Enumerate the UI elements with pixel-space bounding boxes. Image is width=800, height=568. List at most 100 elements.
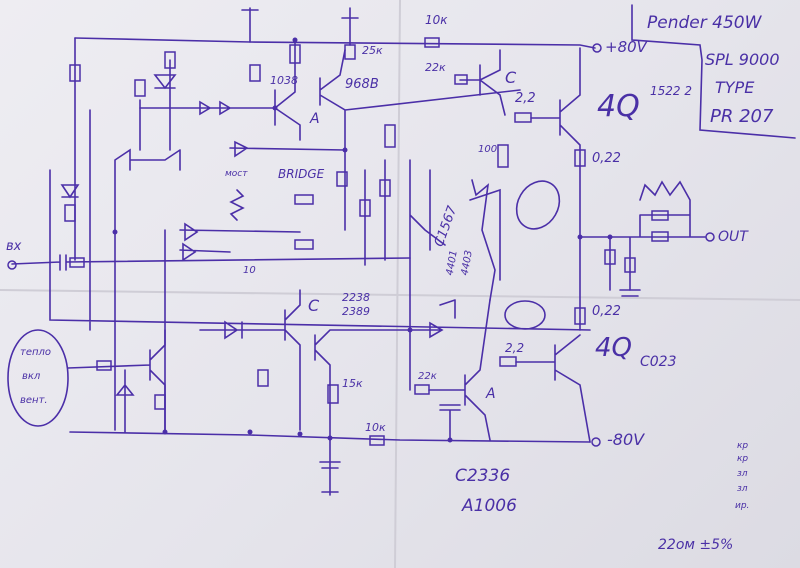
top-capacitor: [241, 7, 359, 46]
label-15k: 15к: [342, 377, 363, 390]
diode: [179, 222, 301, 262]
label-q2: 968B: [345, 77, 379, 92]
label-r100: 100: [478, 144, 498, 155]
color-code: зл: [737, 484, 748, 494]
label-r-25k: 25к: [362, 44, 383, 57]
label-0-22-bottom: 0,22: [592, 304, 621, 319]
resistor-22k-top: [454, 74, 468, 85]
label-most: мост: [225, 169, 248, 179]
thermal-note-line: тепло: [20, 347, 52, 358]
resistor-adjust: [384, 124, 396, 148]
diode: [60, 184, 80, 199]
resistor-10k-top: [424, 37, 440, 48]
label-q-low-1: 2238: [342, 291, 370, 304]
thermal-coupling-mark: [504, 300, 546, 330]
resistor-25k: [344, 44, 356, 60]
paper-fold: [0, 289, 800, 301]
lower-vas-transistors: [284, 289, 411, 441]
output-network: [579, 180, 706, 291]
bottom-capacitor: [319, 439, 341, 496]
resistor: [96, 360, 112, 371]
thermal-note-line: вкл: [22, 371, 41, 382]
resistor: [359, 199, 371, 217]
label-r10: 10: [243, 265, 256, 276]
resistor: [604, 249, 616, 265]
resistor-0-22-bottom: [574, 307, 586, 325]
label-c-low: C: [308, 296, 320, 315]
resistor: [164, 51, 176, 69]
label-0-22-top: 0,22: [592, 151, 621, 166]
diode: [409, 299, 456, 339]
label-out-top-part: 1522 2: [650, 84, 692, 98]
title-type-value: PR 207: [710, 106, 774, 127]
negative-rail: [69, 431, 591, 443]
negative-terminal: [591, 437, 601, 447]
positive-terminal: [592, 43, 602, 53]
driver-transistor-upper: [459, 49, 506, 116]
resistor-2-2-top: [514, 112, 532, 123]
label-q-low-2: 2389: [342, 305, 370, 318]
label-4q-bottom: 4Q: [595, 333, 633, 363]
driver-transistor-lower: [428, 299, 491, 441]
color-code: зл: [737, 469, 748, 479]
resistor: [294, 194, 314, 205]
positive-rail: [74, 37, 596, 49]
resistor: [379, 179, 391, 197]
diode-string: [139, 100, 276, 116]
input-label: вх: [6, 239, 22, 254]
output-label: OUT: [718, 229, 748, 245]
junction-dots: [112, 37, 613, 443]
resistor-2-2-bottom: [499, 356, 517, 367]
thermal-coupling-mark: [515, 180, 561, 230]
resistor-100: [497, 144, 509, 168]
resistor-22k-bottom: [414, 384, 430, 395]
label-22k-bottom: 22к: [418, 371, 437, 382]
title-model: Pender 450W: [647, 13, 762, 33]
color-code: ир.: [735, 501, 750, 511]
title-type-label: TYPE: [715, 78, 755, 97]
label-2-2-top: 2,2: [515, 91, 536, 106]
resistor: [651, 210, 669, 221]
output-transistor-upper: [530, 47, 581, 331]
label-2-2-bottom: 2,2: [505, 341, 525, 355]
output-transistor-lower: [515, 334, 591, 443]
resistor: [69, 64, 81, 82]
label-bridge: BRIDGE: [278, 167, 325, 181]
resistor: [294, 239, 314, 250]
diode: [229, 140, 346, 158]
resistor: [249, 64, 261, 82]
output-terminal: [705, 232, 715, 242]
thermal-note-outline: [7, 329, 69, 427]
capacitor: [619, 289, 641, 297]
resistor-15k: [327, 384, 339, 404]
driver-transistor-overdrawn: [471, 179, 496, 301]
bias-network: [364, 159, 501, 391]
label-r-22k-top: 22к: [425, 61, 446, 74]
label-10k-bottom: 10к: [365, 421, 386, 434]
paper-fold: [394, 0, 401, 568]
resistor: [651, 231, 669, 242]
diode: [199, 320, 286, 340]
resistor: [154, 394, 166, 410]
label-q-a: A: [310, 111, 320, 127]
label-4q-top: 4Q: [597, 89, 640, 124]
negative-rail-label: -80V: [607, 430, 645, 449]
resistor: [257, 369, 269, 387]
bridge-resistor: [229, 189, 245, 221]
label-q1: 1038: [270, 74, 298, 87]
resistor: [134, 79, 146, 97]
thermal-note-line: вент.: [20, 395, 48, 406]
diode: [153, 74, 177, 90]
tolerance-note: 22ом ±5%: [658, 537, 734, 553]
label-a-bottom: A: [486, 386, 496, 402]
resistor: [64, 204, 76, 222]
resistor-0-22-top: [574, 149, 586, 167]
color-code: кр: [737, 441, 749, 451]
label-r-top: 10к: [425, 13, 448, 27]
resistor: [69, 257, 85, 268]
thermal-sensor-circuit: [67, 329, 166, 433]
title-box-border: [631, 4, 796, 139]
title-series: SPL 9000: [705, 50, 780, 69]
label-out-bottom-part: C023: [640, 354, 677, 370]
